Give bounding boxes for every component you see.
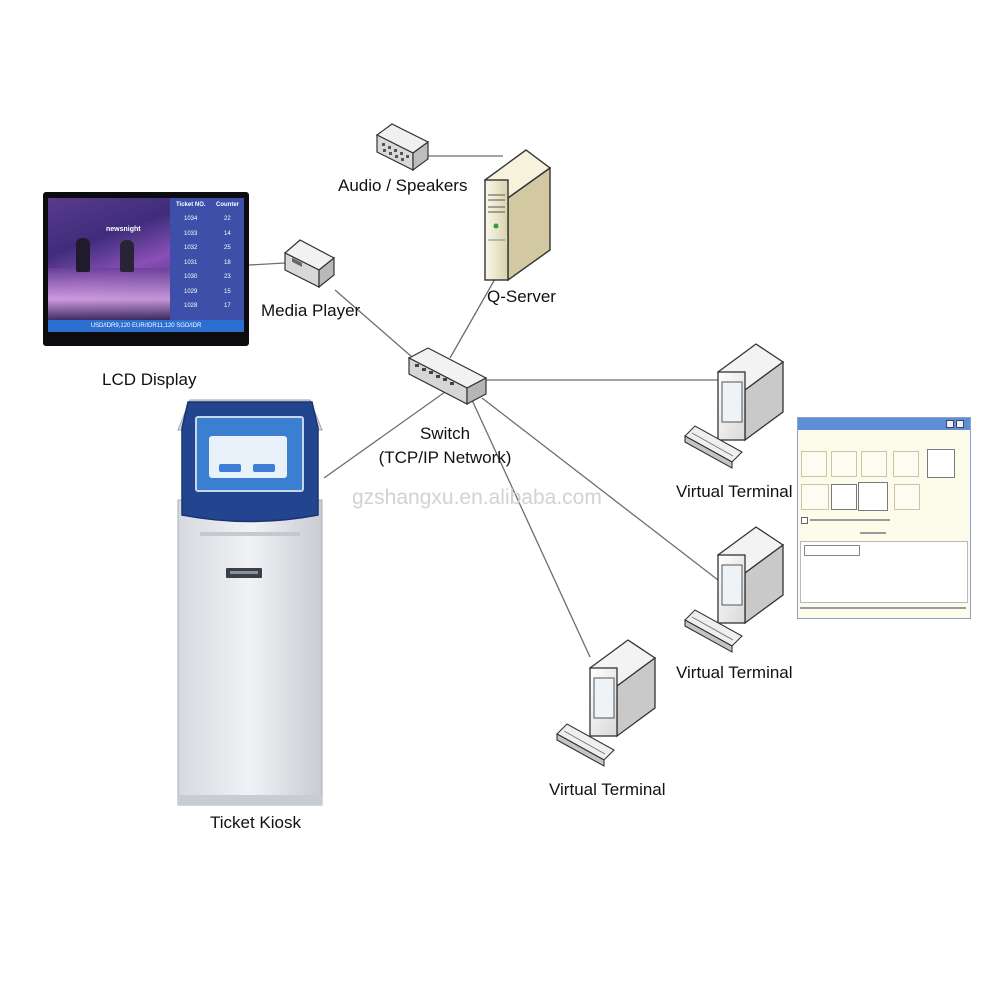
terminal-button bbox=[831, 451, 857, 477]
label-q-server: Q-Server bbox=[487, 287, 556, 306]
lcd-queue-row: 1028 17 bbox=[170, 303, 244, 315]
lcd-video-area: newsnight bbox=[48, 198, 170, 320]
terminal-titlebar bbox=[798, 418, 970, 430]
speaker-icon bbox=[375, 123, 430, 172]
counter-number: 23 bbox=[224, 274, 231, 280]
label-audio-speakers: Audio / Speakers bbox=[338, 176, 468, 195]
counter-number: 15 bbox=[224, 288, 231, 295]
terminal-button bbox=[894, 484, 920, 510]
ticket-number: 1033 bbox=[184, 230, 198, 237]
lcd-ticker: USD/IDR9,120 EUR/IDR11,120 SGD/IDR bbox=[48, 320, 244, 332]
link-server-switch bbox=[449, 278, 496, 359]
keyboard-icon bbox=[684, 425, 743, 469]
kiosk-screen bbox=[195, 416, 304, 492]
computer-icon bbox=[716, 343, 785, 442]
lcd-table-header: Ticket NO. Counter bbox=[170, 200, 244, 212]
watermark: gzshangxu.en.alibaba.com bbox=[352, 486, 602, 509]
lcd-queue-row: 1034 22 bbox=[170, 216, 244, 228]
terminal-button bbox=[861, 451, 887, 477]
link-switch-kiosk bbox=[323, 391, 446, 479]
terminal-button bbox=[801, 484, 829, 510]
server-icon bbox=[483, 149, 552, 282]
terminal-button bbox=[893, 451, 919, 477]
counter-number: 25 bbox=[224, 245, 231, 251]
switch-icon bbox=[407, 347, 488, 405]
minimize-icon bbox=[946, 420, 954, 428]
ticket-number: 1029 bbox=[184, 288, 198, 295]
label-switch-network: (TCP/IP Network) bbox=[378, 448, 512, 467]
label-virtual-terminal-1: Virtual Terminal bbox=[676, 482, 793, 501]
label-virtual-terminal-3: Virtual Terminal bbox=[549, 780, 666, 799]
link-lcd-mediaplayer bbox=[248, 262, 286, 266]
terminal-note bbox=[810, 519, 890, 521]
connection-lines bbox=[248, 155, 719, 658]
link-switch-terminal2 bbox=[481, 397, 719, 581]
lcd-brand: newsnight bbox=[106, 226, 141, 233]
ticket-number: 1028 bbox=[184, 303, 198, 309]
ticket-number: 1030 bbox=[184, 274, 198, 280]
kiosk-dialog bbox=[209, 436, 287, 478]
terminal-button bbox=[801, 451, 827, 477]
col-counter: Counter bbox=[216, 202, 239, 208]
label-virtual-terminal-2: Virtual Terminal bbox=[676, 663, 793, 682]
terminal-note bbox=[860, 532, 886, 534]
terminal-window bbox=[797, 417, 971, 619]
counter-number: 22 bbox=[224, 216, 231, 222]
counter-number: 18 bbox=[224, 259, 231, 266]
lcd-queue-row: 1030 23 bbox=[170, 274, 244, 286]
link-switch-terminal3 bbox=[471, 399, 591, 658]
computer-icon bbox=[588, 639, 657, 738]
counter-number: 14 bbox=[224, 230, 231, 237]
ticket-number: 1031 bbox=[184, 259, 198, 266]
terminal-input bbox=[804, 545, 860, 556]
terminal-checkbox bbox=[801, 517, 808, 524]
kiosk-button bbox=[253, 464, 275, 472]
label-lcd-display: LCD Display bbox=[102, 370, 197, 389]
link-mediaplayer-switch bbox=[334, 289, 413, 358]
label-ticket-kiosk: Ticket Kiosk bbox=[210, 813, 302, 832]
computer-icon bbox=[716, 526, 785, 625]
lcd-queue-row: 1033 14 bbox=[170, 231, 244, 243]
label-media-player: Media Player bbox=[261, 301, 361, 320]
terminal-button bbox=[831, 484, 857, 510]
terminal-text-area bbox=[800, 541, 968, 603]
ticket-number: 1032 bbox=[184, 245, 198, 251]
terminal-statusbar bbox=[800, 607, 966, 609]
ticket-number: 1034 bbox=[184, 216, 198, 222]
label-switch: Switch bbox=[419, 424, 471, 443]
terminal-button bbox=[927, 449, 955, 478]
keyboard-icon bbox=[684, 609, 743, 653]
media-player-icon bbox=[283, 239, 336, 289]
kiosk-button bbox=[219, 464, 241, 472]
counter-number: 17 bbox=[224, 303, 231, 309]
lcd-queue-row: 1031 18 bbox=[170, 260, 244, 272]
lcd-queue-table bbox=[170, 198, 244, 320]
terminal-button bbox=[858, 482, 888, 511]
lcd-queue-row: 1032 25 bbox=[170, 245, 244, 257]
close-icon bbox=[956, 420, 964, 428]
keyboard-icon bbox=[556, 723, 615, 767]
lcd-queue-row: 1029 15 bbox=[170, 289, 244, 301]
col-ticket-no: Ticket NO. bbox=[176, 202, 206, 208]
